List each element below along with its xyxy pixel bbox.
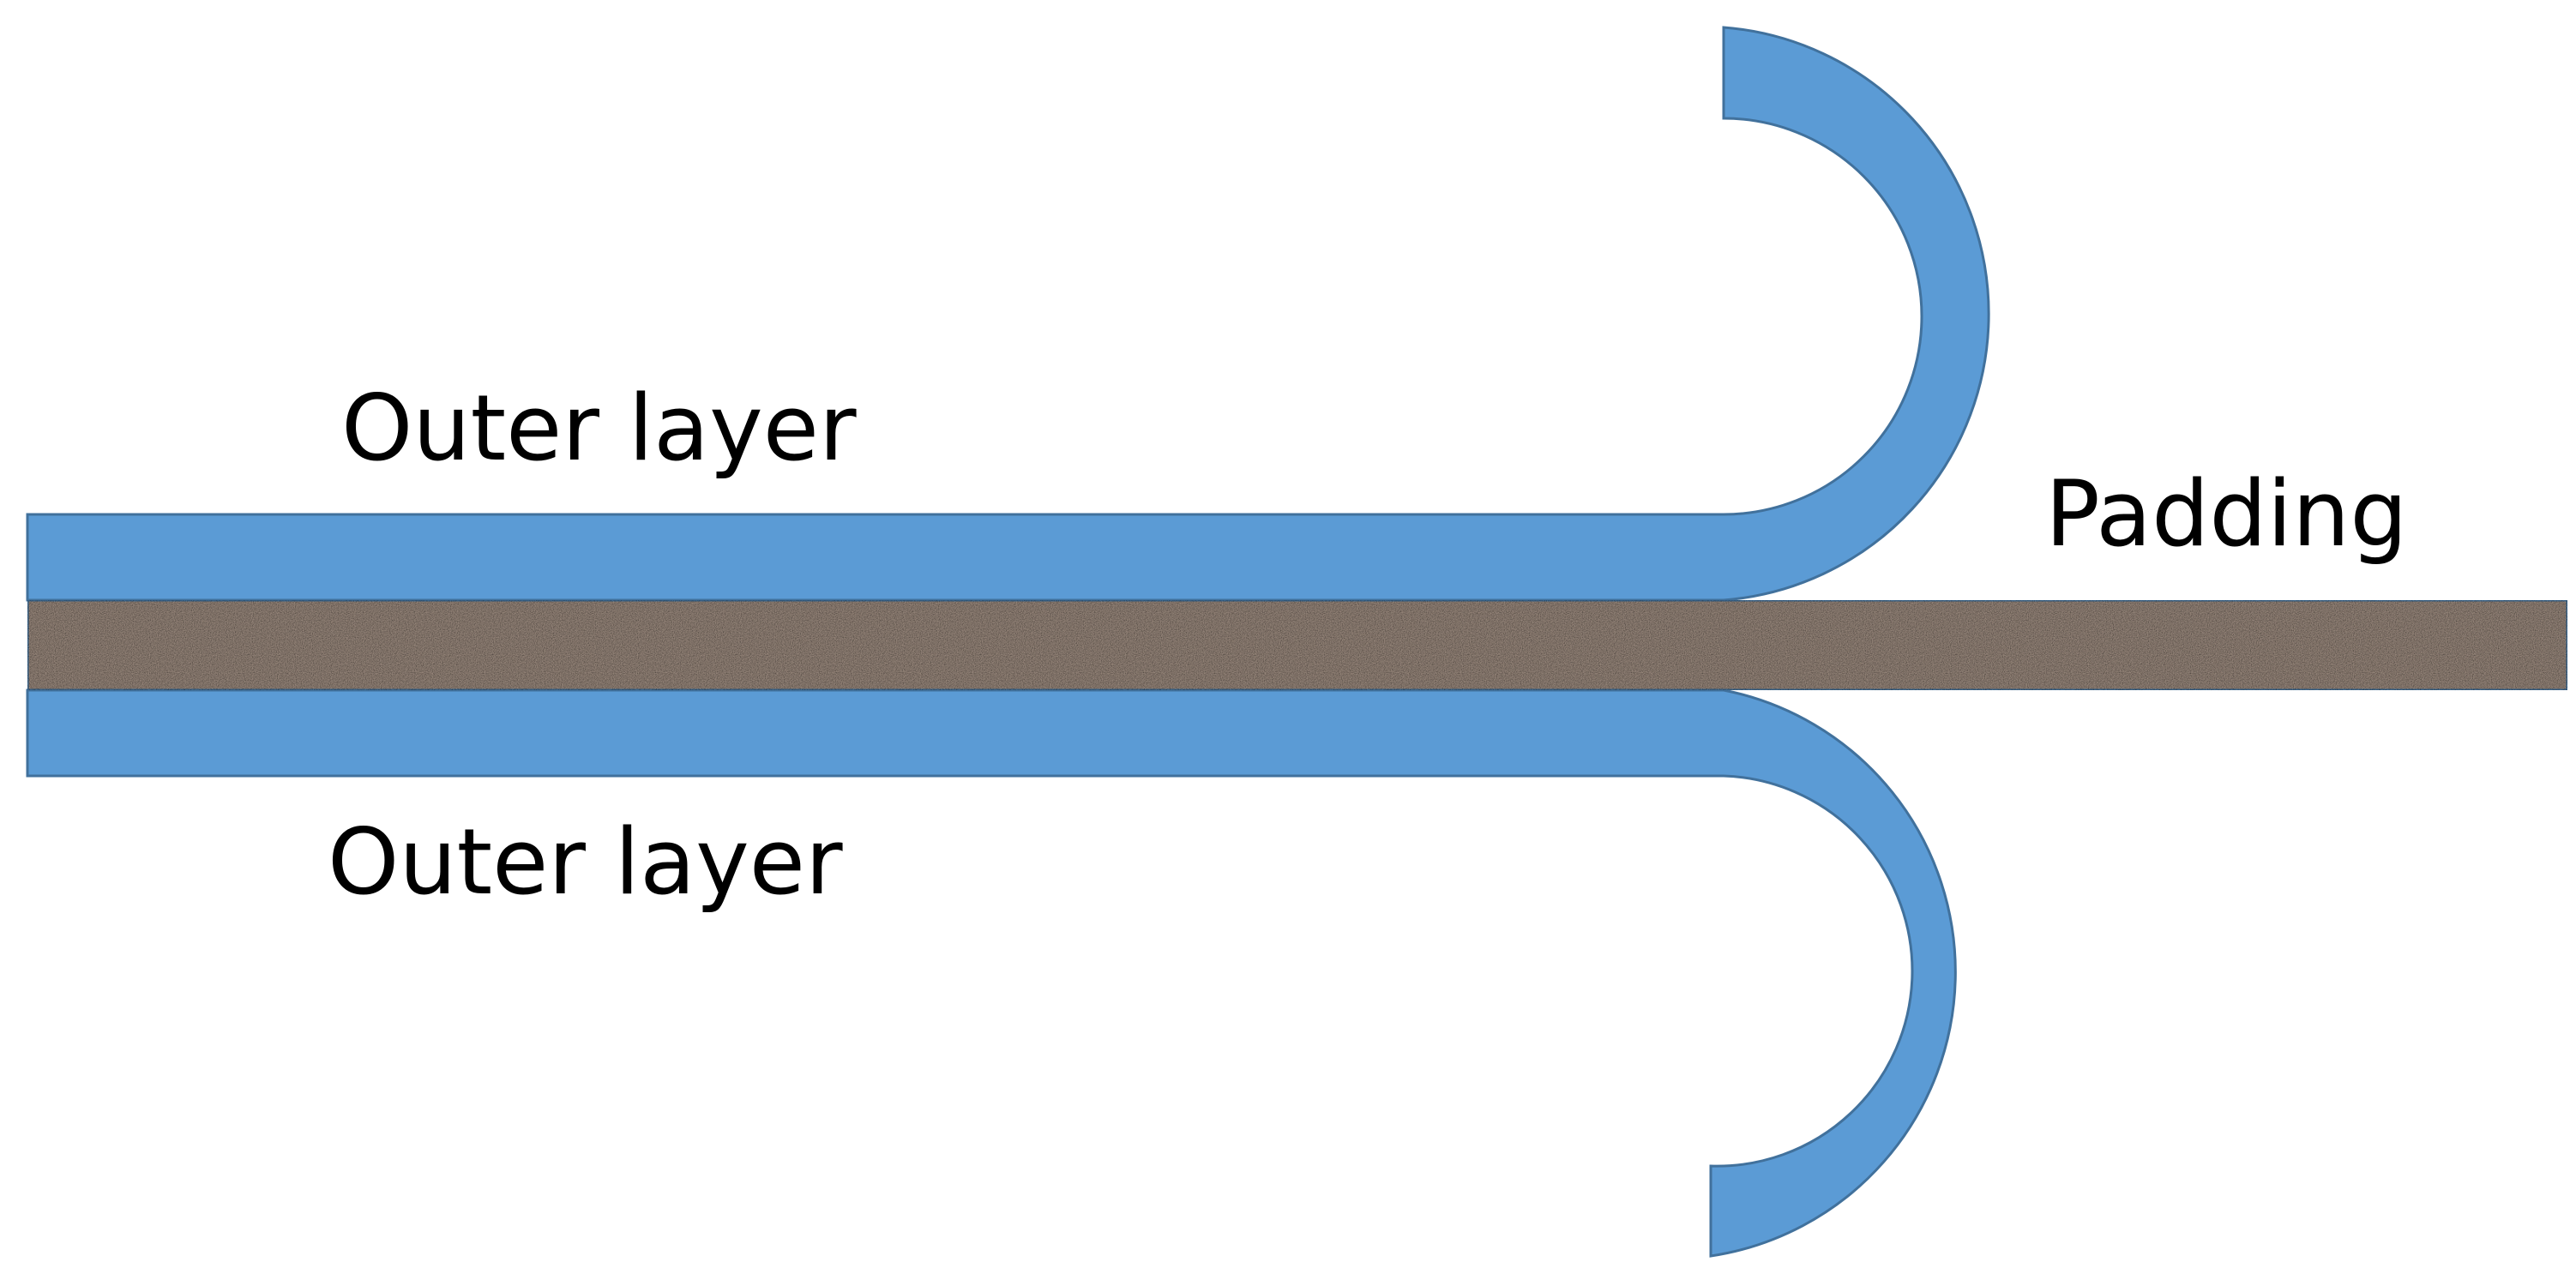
padding-layer bbox=[26, 598, 2569, 692]
outer-layer-bottom bbox=[26, 688, 1957, 1258]
label-outer-layer-bottom: Outer layer bbox=[328, 809, 843, 915]
outer-layer-top bbox=[26, 26, 1990, 602]
label-outer-layer-top: Outer layer bbox=[341, 376, 857, 481]
label-padding: Padding bbox=[2045, 461, 2408, 567]
